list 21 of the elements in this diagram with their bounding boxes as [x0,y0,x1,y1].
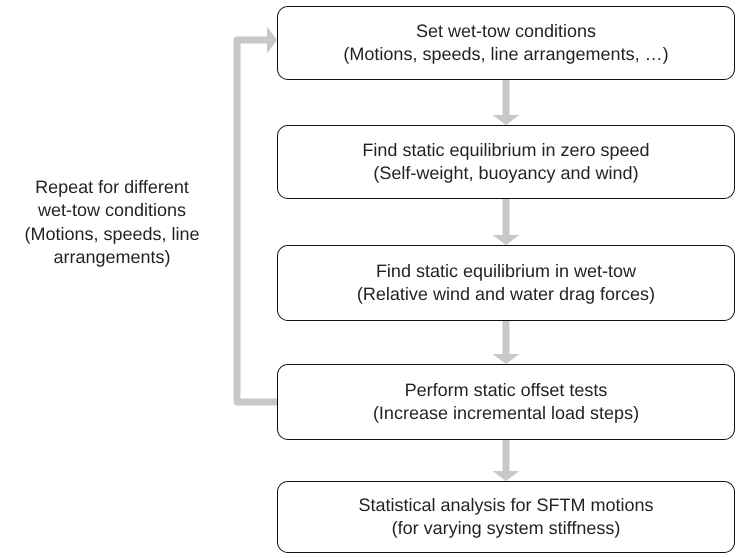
step-detail: (Self-weight, buoyancy and wind) [373,162,639,185]
step-detail: (Increase incremental load steps) [372,402,640,425]
step-title: Find static equilibrium in wet-tow [376,260,636,283]
step-title: Set wet-tow conditions [416,20,596,43]
arrow [234,26,277,406]
process-box [277,125,735,199]
arrow [492,80,520,125]
process-box [277,364,735,440]
process-box [277,6,735,80]
loop-note: Repeat for different wet-tow conditions (Motions, speeds, line arrangements) [23,176,201,270]
arrow [492,199,520,245]
step-detail: (Motions, speeds, line arrangements, …) [343,43,669,66]
process-box [277,481,735,553]
step-title: Statistical analysis for SFTM motions [358,494,654,517]
arrow [492,321,520,364]
arrow [492,440,520,481]
step-title: Perform static offset tests [404,378,608,402]
process-box [277,245,735,321]
step-detail: (Relative wind and water drag forces) [356,283,656,306]
step-detail: (for varying system stiffness) [392,517,620,540]
step-title: Find static equilibrium in zero speed [362,138,650,162]
